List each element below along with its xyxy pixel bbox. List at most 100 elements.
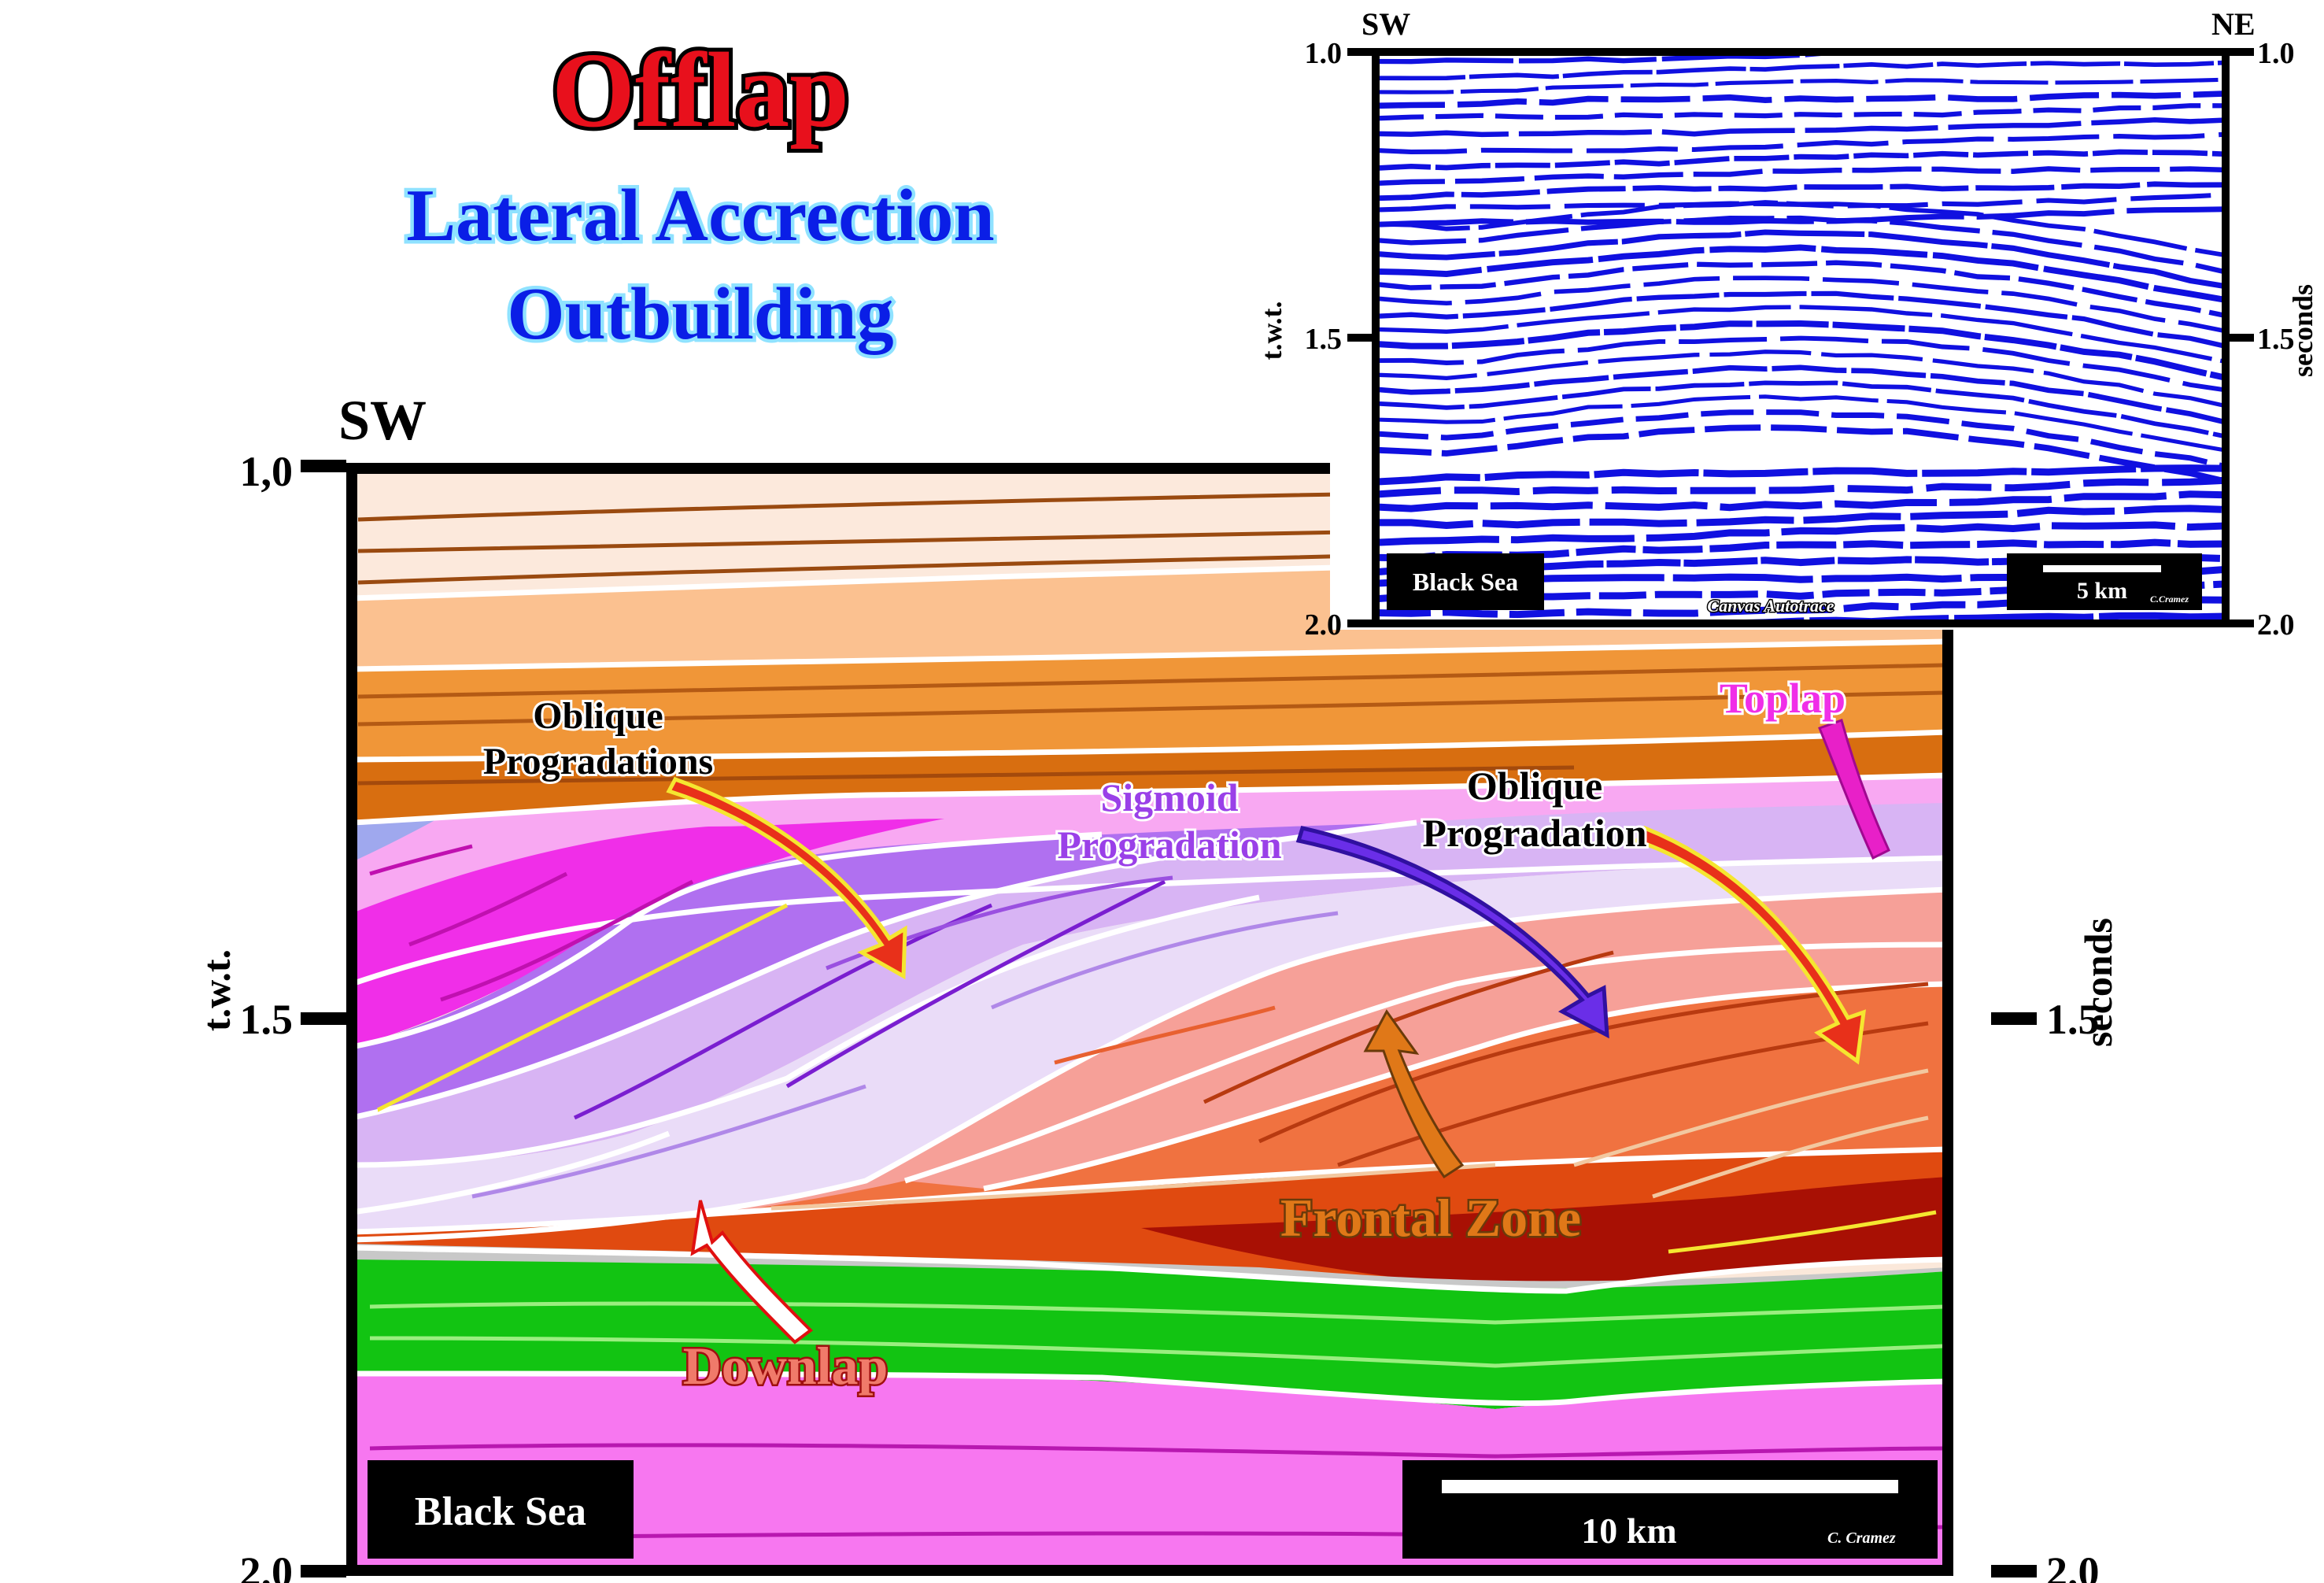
main-sw-label: SW (338, 389, 427, 452)
right-tick-label-2-0: 2.0 (2046, 1548, 2100, 1583)
label-progradation-2: Progradation (1422, 811, 1646, 855)
seismic-reflector (1376, 521, 2226, 546)
reflector-lavender-1 (991, 911, 1339, 1010)
inset-location-label: Black Sea (1413, 568, 1518, 596)
reflector-magenta-3 (440, 879, 694, 1002)
seismic-reflector (1376, 60, 2226, 81)
seismic-reflector (1376, 200, 2226, 258)
subtitle-outbuilding: Outbuilding (507, 273, 893, 355)
seismic-reflector (1376, 476, 2226, 498)
inset-left-tick-label-1-0: 1.0 (1305, 37, 1343, 70)
inset-right-tick-label-2-0: 2.0 (2257, 608, 2295, 642)
seismic-reflector (1376, 149, 2226, 171)
horizon-12 (352, 1146, 1948, 1235)
main-scale-bar (1442, 1480, 1898, 1493)
horizon-10 (903, 941, 1948, 1184)
stratigraphic-units (352, 468, 1948, 1570)
reflector-beige-2 (1652, 1115, 1929, 1199)
arrow-oblique-progradations (666, 776, 907, 980)
inset-credit: C.Cramez (2150, 594, 2189, 605)
horizon-14 (352, 1370, 1948, 1407)
subtitle-lateral-accretion: Lateral Accrection (406, 175, 994, 257)
label-frontal-zone: Frontal Zone (1280, 1188, 1581, 1248)
reflector-orange-3 (357, 765, 1575, 786)
unit-dark-orange (352, 732, 1948, 823)
horizon-8 (352, 894, 1260, 1168)
reflector-orange-2 (357, 690, 1945, 727)
unit-dark-red-frontal (1141, 1177, 1948, 1291)
inset-left-tick-label-2-0: 2.0 (1305, 608, 1343, 642)
right-tick-2-0 (1991, 1565, 2037, 1577)
seismic-reflector (1376, 131, 2226, 155)
horizon-11 (983, 981, 1948, 1192)
seismic-reflector (1376, 394, 2226, 453)
inset-right-axis-label: seconds (2287, 284, 2318, 377)
seismic-reflector (1376, 215, 2226, 275)
left-tick-1-5 (301, 1012, 346, 1025)
main-left-axis: 1,0 1.5 2.0 t.w.t. (194, 448, 346, 1583)
left-tick-label-1-0: 1,0 (240, 448, 294, 495)
seismic-reflector (1376, 229, 2226, 290)
unit-blue-wedge (352, 817, 441, 862)
reflector-beige-3 (770, 1163, 1496, 1211)
reflector-lavender-2 (471, 1084, 866, 1199)
horizon-13 (352, 1245, 1948, 1294)
label-oblique-1: Oblique (533, 695, 663, 737)
seismic-reflector (1376, 305, 2226, 364)
arrow-toplap (1818, 719, 1890, 860)
arrow-downlap (690, 1200, 814, 1344)
unit-salmon-upper (905, 945, 1948, 1189)
reflector-beige-1 (1573, 1068, 1929, 1167)
reflector-green-2 (369, 1336, 1945, 1368)
seismic-reflector (1376, 91, 2226, 109)
arrow-frontal-zone (1363, 1009, 1465, 1179)
left-tick-2-0 (301, 1565, 346, 1577)
label-oblique-2: Oblique (1467, 764, 1602, 808)
unit-lavender (352, 803, 1948, 1165)
inset-software-label: Canvas Autotrace (1707, 596, 1834, 616)
seismic-reflector (1376, 290, 2226, 349)
seismic-reflector (1376, 260, 2226, 319)
horizon-7 (352, 819, 1417, 1121)
seismic-reflector (1376, 181, 2226, 202)
seismic-reflector (1376, 166, 2226, 187)
reflector-magenta-1 (369, 844, 473, 876)
annotation-arrows (666, 719, 1890, 1344)
reflector-magenta-2 (408, 871, 568, 947)
inset-ne-label: NE (2211, 6, 2256, 42)
title-block: Offlap Lateral Accrection Outbuilding (403, 28, 998, 359)
horizon-4 (352, 772, 1948, 826)
main-credit: C. Cramez (1827, 1529, 1896, 1547)
right-tick-label-1-5: 1.5 (2046, 996, 2100, 1043)
horizon-15 (352, 1130, 671, 1215)
inset-left-tick-label-1-5: 1.5 (1305, 323, 1343, 356)
label-downlap: Downlap (683, 1336, 889, 1396)
inset-scale-box (2007, 553, 2202, 610)
left-tick-label-1-5: 1.5 (240, 996, 294, 1043)
reflector-yellow-2 (1668, 1210, 1937, 1254)
unit-pale-lavender (352, 858, 1948, 1240)
inset-left-axis-label: t.w.t. (1256, 301, 1288, 361)
inset-right-tick-label-1-0: 1.0 (2257, 37, 2295, 70)
inset-frame (1372, 48, 2230, 627)
main-location-label: Black Sea (415, 1489, 586, 1534)
arrow-oblique-progradation (1634, 825, 1866, 1065)
seismic-reflector (1376, 424, 2226, 485)
inset-left-tick-2-0 (1347, 620, 1373, 627)
inset-left-tick-1-5 (1347, 334, 1373, 342)
left-tick-label-2-0: 2.0 (240, 1548, 294, 1583)
seismic-reflector (1376, 335, 2226, 393)
main-scale-label: 10 km (1581, 1511, 1676, 1551)
inset-right-tick-label-1-5: 1.5 (2257, 323, 2295, 356)
reflector-purple-1 (573, 903, 992, 1120)
main-right-axis: 1.5 2.0 seconds (1991, 918, 2120, 1583)
seismic-reflector (1376, 320, 2226, 381)
main-scale-box-bg (1402, 1460, 1938, 1559)
main-title: Offlap (552, 31, 849, 150)
main-location-box-bg (368, 1460, 634, 1559)
inset-right-tick-1-0 (2229, 48, 2254, 56)
main-scale-box: 10 km C. Cramez (1402, 1460, 1938, 1559)
reflector-red-2 (1258, 982, 1929, 1144)
main-left-axis-label: t.w.t. (194, 949, 238, 1031)
